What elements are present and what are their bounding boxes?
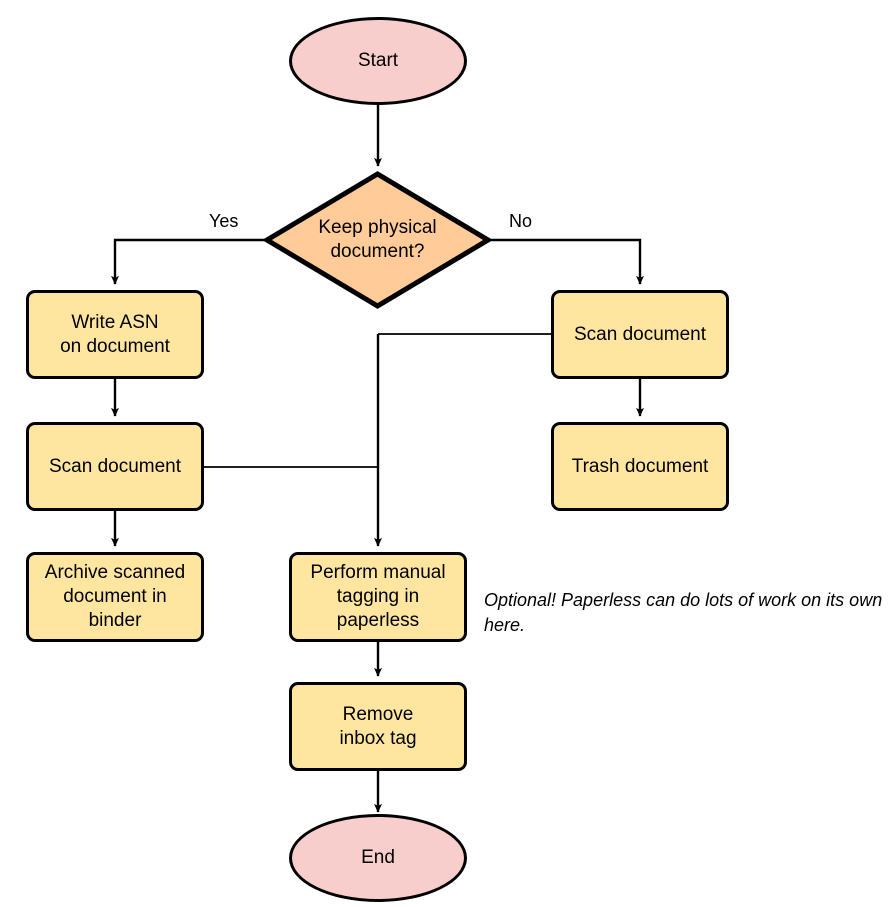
node-perform-manual-tagging[interactable]: Perform manual tagging in paperless	[289, 552, 467, 642]
node-remove-inbox-tag-label: Remove inbox tag	[339, 703, 417, 749]
node-end-label: End	[361, 847, 395, 868]
node-end[interactable]: End	[289, 814, 467, 902]
node-archive-scanned-document-in-binder[interactable]: Archive scanned document in binder	[26, 552, 204, 642]
edge-label-no: No	[509, 211, 533, 231]
node-trash-document[interactable]: Trash document	[551, 422, 729, 511]
edge-decision-no-to-scan-right	[490, 238, 644, 285]
node-write-asn-on-document-label: Write ASN on document	[60, 311, 170, 357]
node-keep-physical-document[interactable]: Keep physical document?	[264, 171, 491, 309]
node-archive-scanned-document-in-binder-label: Archive scanned document in binder	[44, 562, 186, 631]
node-scan-document-left-label: Scan document	[48, 455, 182, 477]
node-remove-inbox-tag[interactable]: Remove inbox tag	[289, 682, 467, 771]
node-scan-document-right[interactable]: Scan document	[551, 290, 729, 379]
node-start-label: Start	[357, 50, 399, 71]
node-keep-physical-document-label: Keep physical document?	[318, 217, 437, 262]
node-start[interactable]: Start	[289, 17, 467, 105]
diamond-shape	[264, 171, 491, 309]
annotation-optional-note: Optional! Paperless can do lots of work …	[484, 590, 883, 635]
node-trash-document-label: Trash document	[571, 455, 709, 477]
node-scan-document-left[interactable]: Scan document	[26, 422, 204, 511]
edge-label-yes: Yes	[209, 211, 239, 231]
edge-decision-yes-to-write-asn	[111, 238, 265, 285]
node-perform-manual-tagging-label: Perform manual tagging in paperless	[310, 562, 446, 631]
node-scan-document-right-label: Scan document	[573, 323, 707, 345]
node-write-asn-on-document[interactable]: Write ASN on document	[26, 290, 204, 379]
